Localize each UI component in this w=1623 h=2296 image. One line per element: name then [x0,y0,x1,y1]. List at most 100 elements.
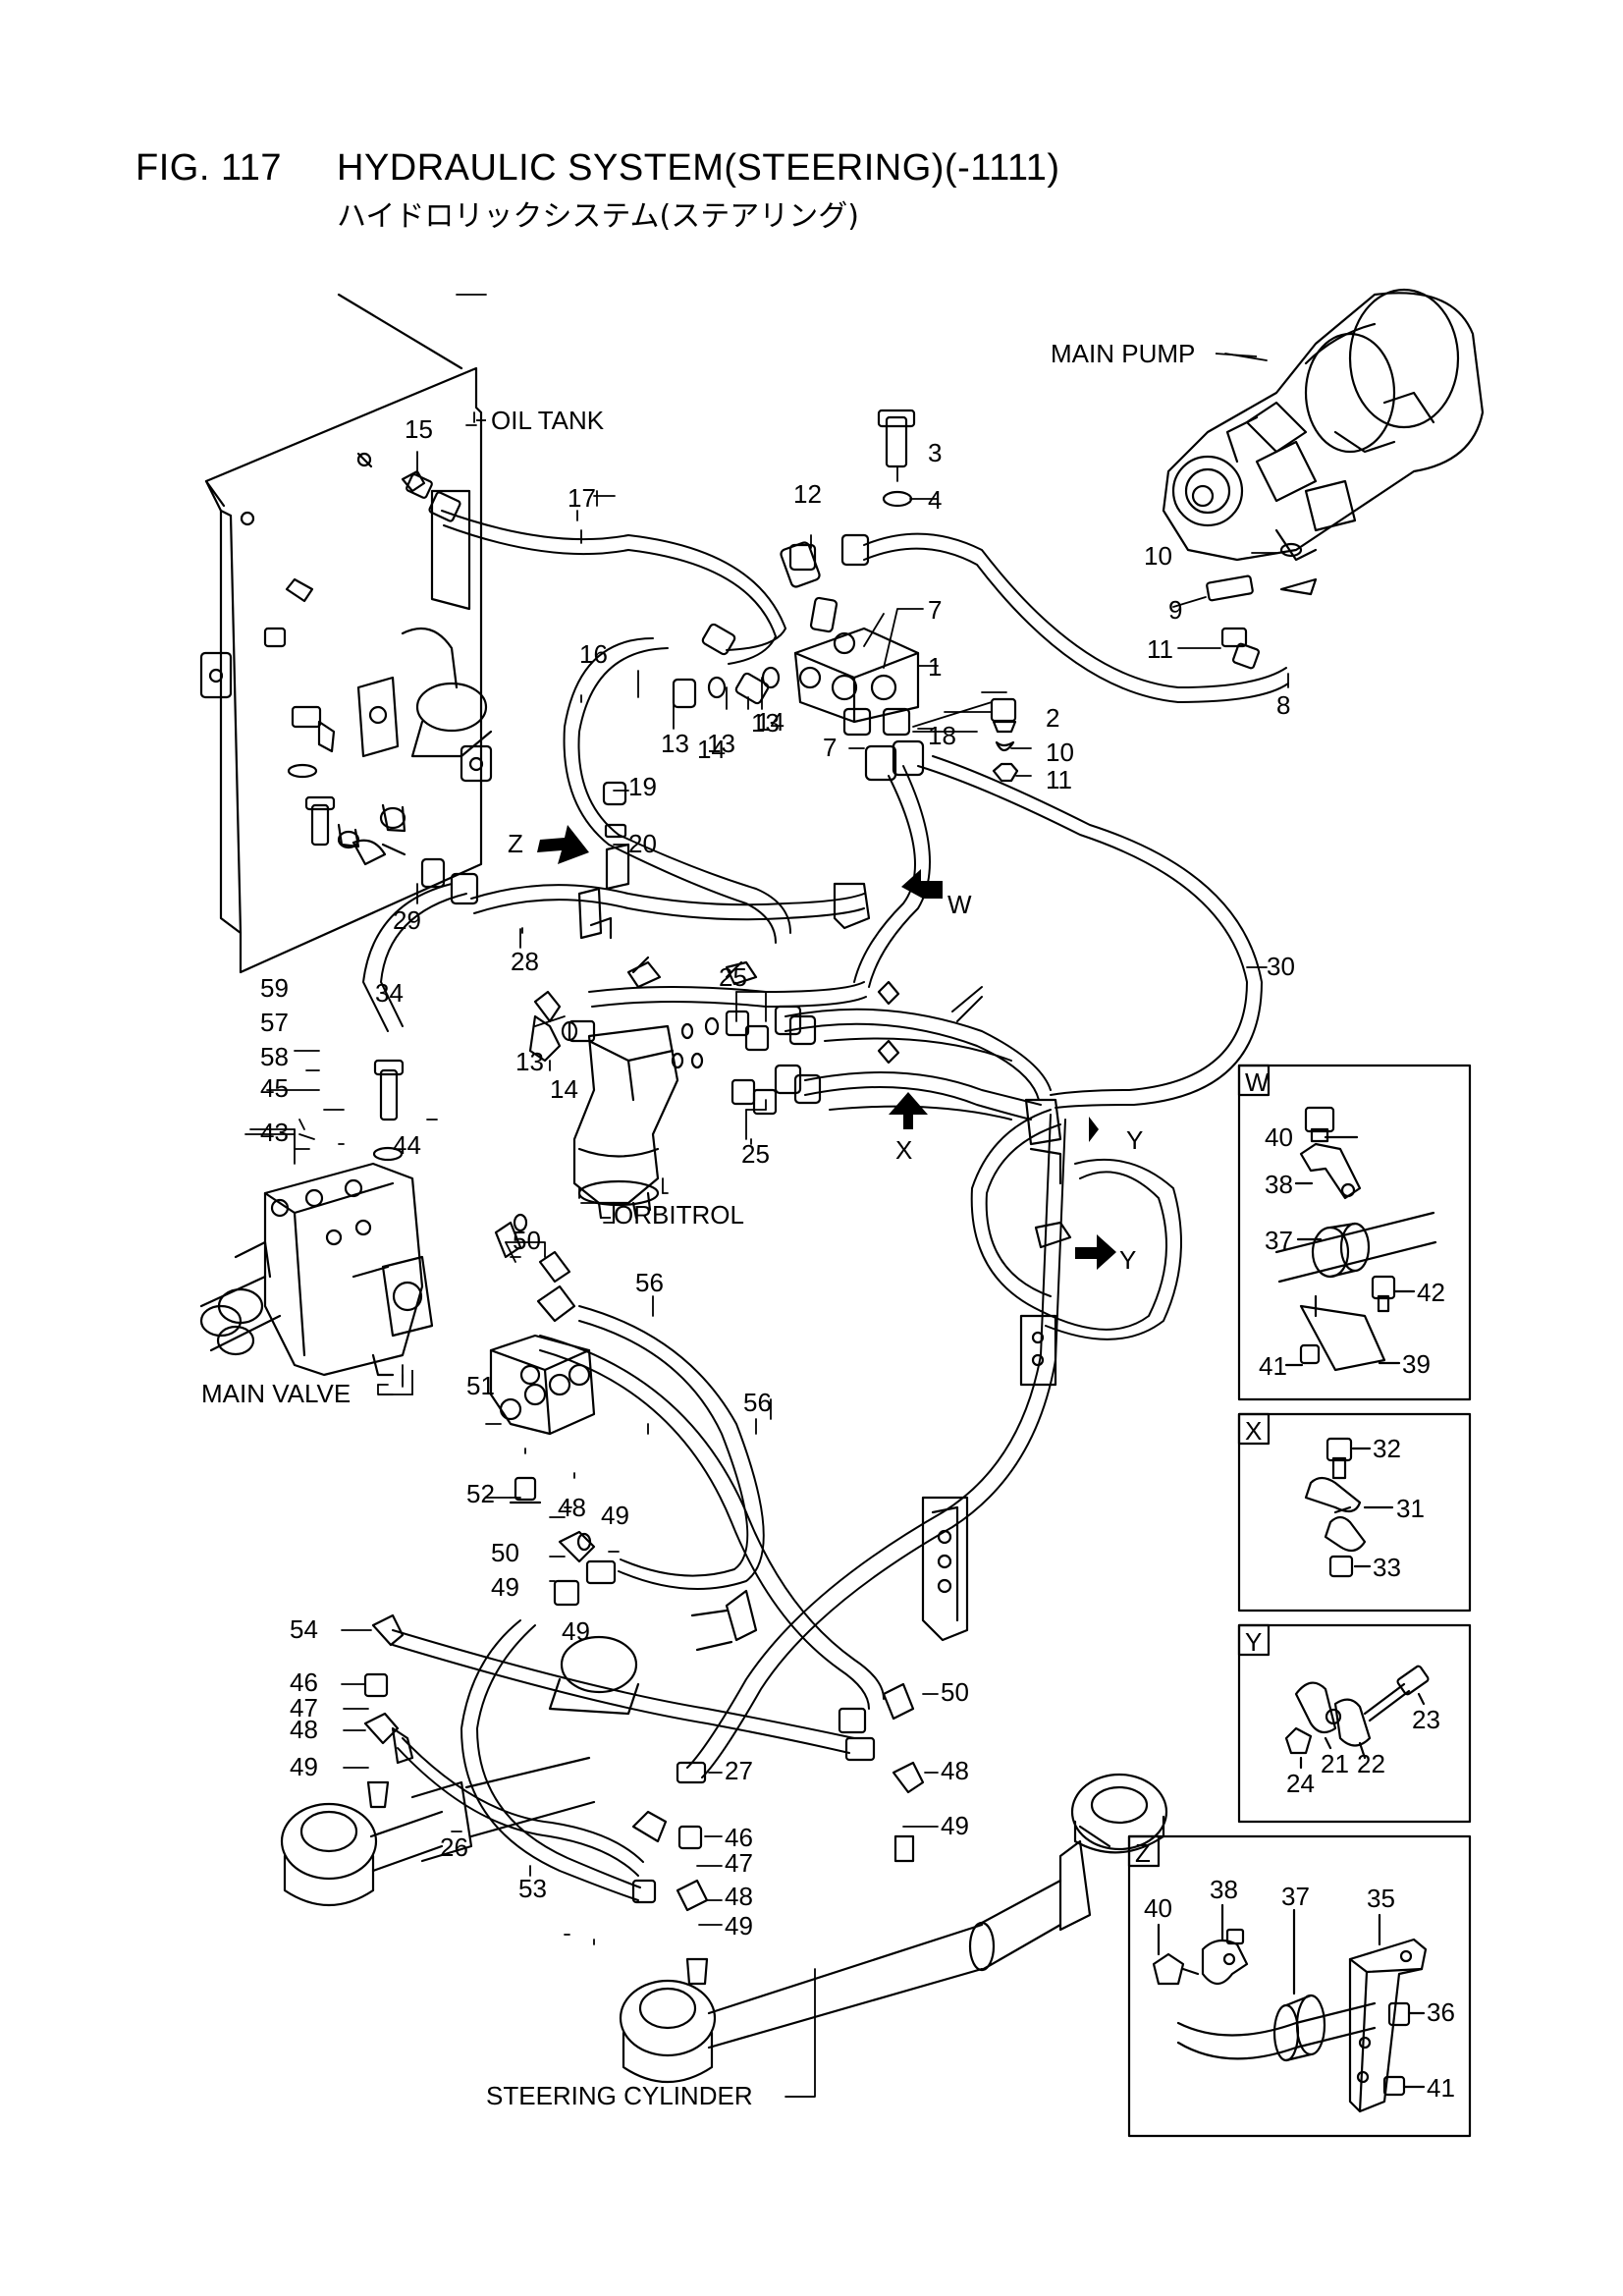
view-w-letter: W [947,890,972,919]
part-label: 9 [1168,595,1182,625]
view-y-letter: Y [1126,1125,1143,1155]
part-label: 50 [941,1677,969,1707]
figure-subtitle: ハイドロリックシステム(ステアリング) [337,199,859,234]
inset-label: 42 [1417,1278,1445,1307]
part-label: 29 [393,905,421,935]
part-label: 18 [928,721,956,750]
part-label-56: 56 [743,1388,772,1417]
inset-label: 35 [1367,1884,1395,1913]
part-label: 13 [661,729,689,758]
inset-label: 41 [1427,2073,1455,2103]
figure-title-line: FIG. 117 HYDRAULIC SYSTEM(STEERING)(-1111… [135,147,1412,190]
part-label: 28 [511,947,539,976]
part-label: 53 [518,1874,547,1903]
part-label: 16 [579,639,608,669]
part-label: 19 [628,772,657,801]
inset-label: 36 [1427,1997,1455,2027]
part-label: 13 [515,1047,544,1076]
part-label: 51 [466,1371,495,1400]
part-label: 14 [756,707,784,737]
inset-label: 24 [1286,1769,1315,1798]
inset-label: 37 [1281,1882,1310,1911]
part-label: 17 [568,483,596,513]
part-label: 11 [1147,634,1173,664]
part-label: 15 [405,414,433,444]
inset-label: 40 [1265,1122,1293,1152]
view-arrow-letters: Z W X Y Y [508,829,1143,1275]
part-label: 14 [550,1074,578,1104]
main-pump-drawing [1162,288,1485,562]
figure-title: HYDRAULIC SYSTEM(STEERING)(-1111) [337,147,1060,189]
inset-x [1237,1412,1472,1613]
oil-tank-drawing [199,293,493,974]
part-label: 7 [928,595,942,625]
inset-label: 23 [1412,1705,1440,1734]
part-label: 49 [725,1911,753,1941]
view-z-letter: Z [508,829,523,858]
part-label: 57 [260,1008,289,1037]
part-label: 11 [1046,765,1072,794]
orbitrol-label: ORBITROL [614,1200,744,1230]
leader-lines [244,294,1289,2098]
part-label: 20 [628,829,657,858]
part-label: 3 [928,438,942,467]
part-label: 2 [1046,703,1059,733]
part-label: 49 [941,1811,969,1840]
oil-tank-label: OIL TANK [491,406,605,435]
part-label: 1 [928,652,942,682]
inset-label: 39 [1402,1349,1431,1379]
part-label: 49 [290,1752,318,1781]
part-label: 12 [793,479,822,509]
part-label: 8 [1276,690,1290,720]
part-label: 30 [1267,952,1295,981]
part-label: 14 [697,735,726,764]
part-label: 48 [290,1715,318,1744]
part-label: 58 [260,1042,289,1071]
inset-label: 33 [1373,1553,1401,1582]
inset-label: 37 [1265,1226,1293,1255]
inset-x-tag: X [1245,1416,1262,1446]
inset-y-tag: Y [1245,1627,1262,1657]
inset-z-tag: Z [1135,1838,1151,1868]
figure-header: FIG. 117 HYDRAULIC SYSTEM(STEERING)(-1111… [135,147,1412,235]
part-label: 13 [707,729,735,758]
steering-cylinder-label: STEERING CYLINDER [486,2081,753,2110]
inset-label: 41 [1259,1351,1287,1381]
part-label: 27 [725,1756,753,1785]
part-label: 54 [290,1614,318,1644]
part-label: 25 [741,1139,770,1169]
part-label: 10 [1144,541,1172,571]
part-label: 46 [290,1667,318,1697]
part-label: 48 [725,1882,753,1911]
part-label: 50 [513,1226,541,1255]
figure-number: FIG. 117 [135,147,283,189]
part-label: 44 [393,1130,421,1160]
inset-w-tag: W [1245,1067,1270,1097]
component-labels: MAIN PUMP OIL TANK ORBITROL MAIN VALVE S… [201,339,1195,2110]
part-label: 25 [719,962,747,992]
inset-labels: W 40 38 37 42 41 39 X 32 31 33 Y 23 24 2… [1135,1067,1455,2103]
inset-z [1127,1834,1472,2138]
inset-label: 21 [1321,1749,1349,1778]
main-valve-drawing [199,1162,434,1377]
inset-y [1237,1623,1472,1824]
part-label: 49 [562,1616,590,1646]
part-label: 7 [823,733,837,762]
part-label: 10 [1046,738,1074,767]
part-label: 56 [635,1268,664,1297]
part-label: 59 [260,973,289,1003]
part-label: 48 [941,1756,969,1785]
part-label: 47 [290,1693,318,1722]
inset-w [1237,1064,1472,1401]
inset-label: 31 [1396,1494,1425,1523]
part-labels: 15 17 3 4 12 7 1 2 18 10 11 7 8 9 10 11 … [260,414,1295,1941]
inset-label: 32 [1373,1434,1401,1463]
inset-label: 38 [1265,1170,1293,1199]
part-label: 50 [491,1538,519,1567]
main-pump-label: MAIN PUMP [1051,339,1195,368]
part-label: 43 [260,1118,289,1147]
part-label: 49 [601,1501,629,1530]
part-label: 52 [466,1479,495,1508]
view-arrows [537,825,1116,1270]
